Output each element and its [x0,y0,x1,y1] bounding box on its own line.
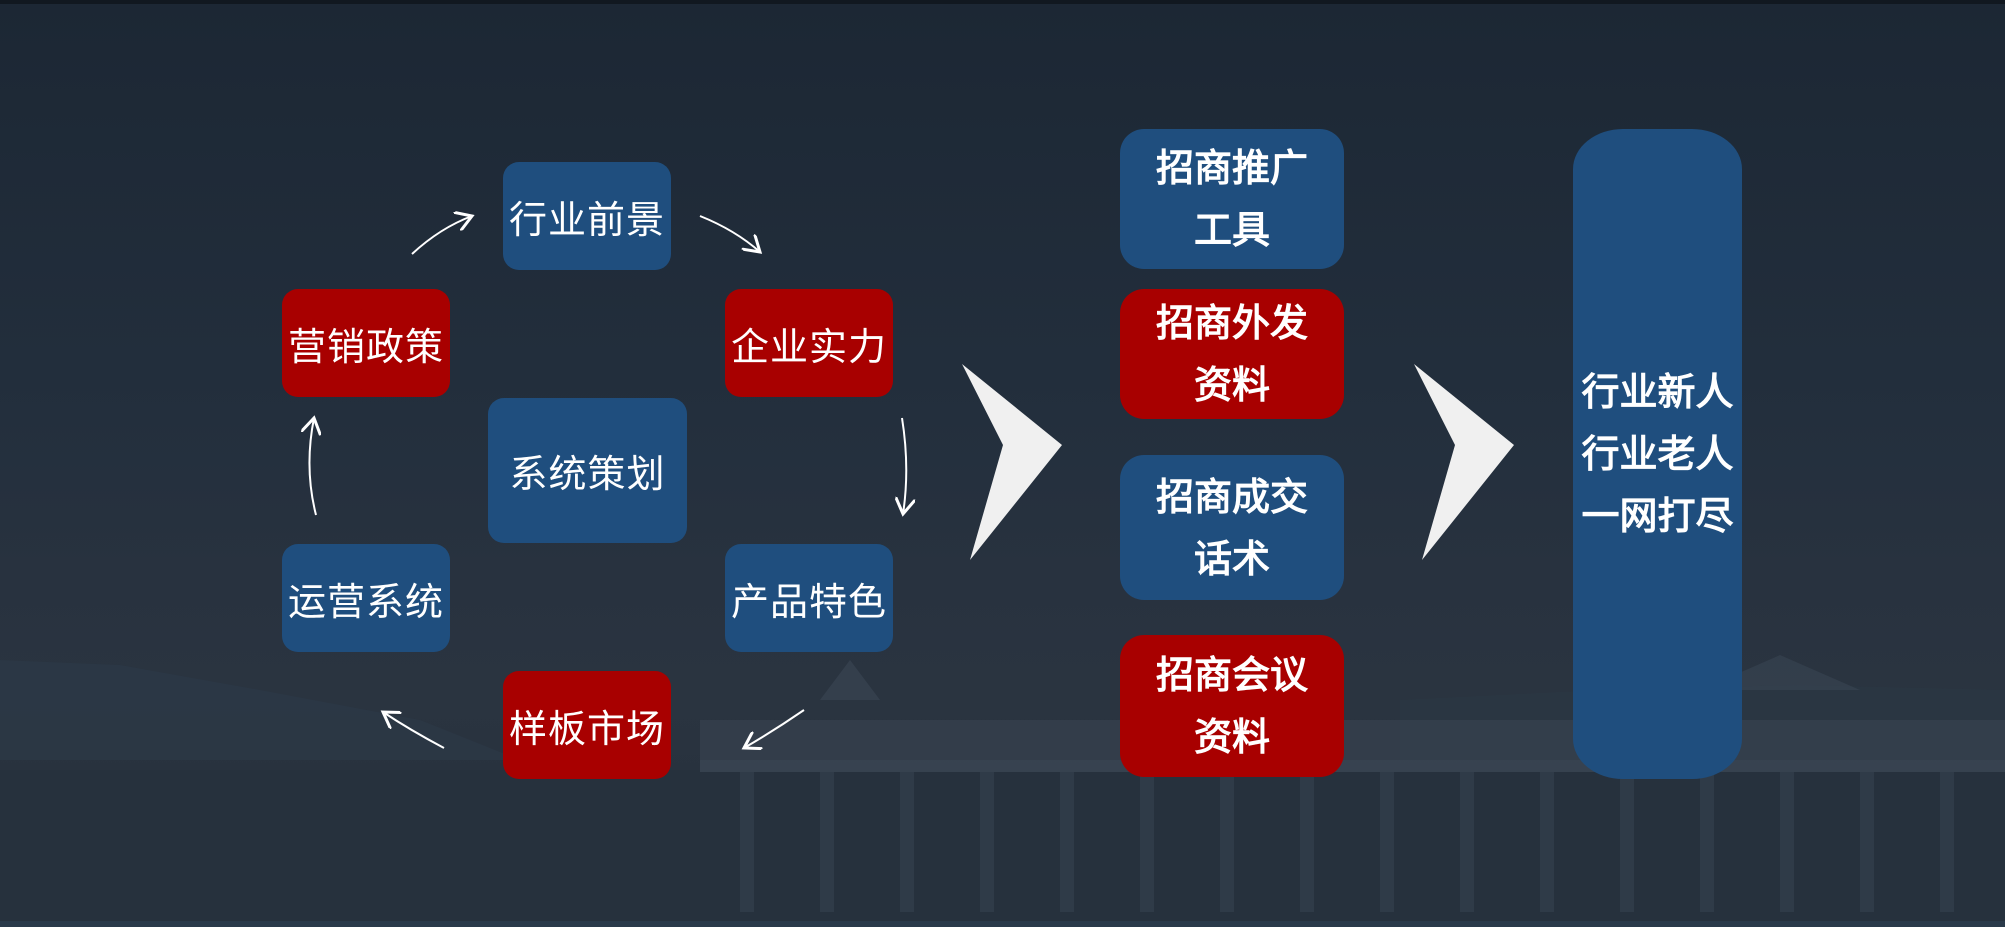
tool-box-materials: 招商外发 资料 [1120,289,1344,419]
arrow-lower-left-to-upper-left [309,418,316,516]
top-band [0,0,2005,4]
tool-box-scripts: 招商成交 话术 [1120,455,1344,600]
bottom-band [0,921,2005,927]
target-audience: 行业新人 行业老人 一网打尽 [1573,129,1742,779]
chevron-right-icon [1414,364,1514,560]
arrow-lower-right-to-bottom [744,709,805,748]
arrow-bottom-to-lower-left [383,712,445,749]
cycle-lower-left: 运营系统 [282,544,450,652]
cycle-bottom: 样板市场 [503,671,671,779]
cycle-upper-right: 企业实力 [725,289,893,397]
arrow-upper-right-to-lower-right [902,417,906,514]
cycle-upper-left: 营销政策 [282,289,450,397]
cycle-top: 行业前景 [503,162,671,270]
tool-box-meeting: 招商会议 资料 [1120,635,1344,777]
cycle-center: 系统策划 [488,398,687,543]
chevron-right-icon [962,364,1062,560]
tool-box-promotion: 招商推广 工具 [1120,129,1344,269]
arrow-upper-left-to-top [411,216,472,255]
arrow-top-to-upper-right [699,215,760,252]
cycle-lower-right: 产品特色 [725,544,893,652]
